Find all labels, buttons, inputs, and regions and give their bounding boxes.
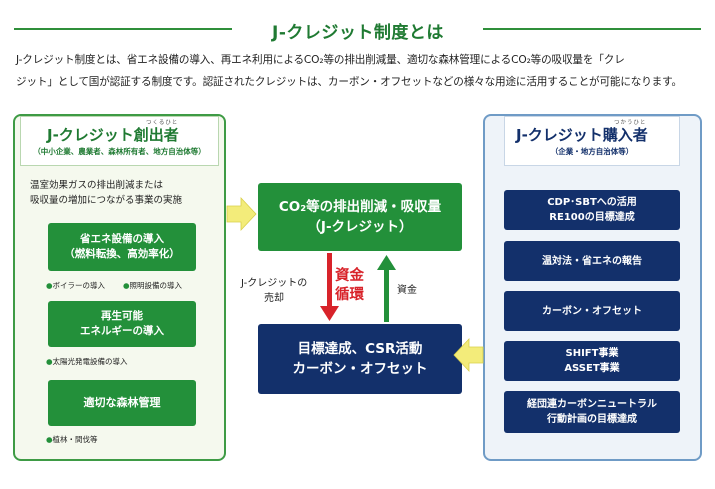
creator-item-label: 再生可能	[101, 309, 143, 322]
green-arrow-up-icon	[377, 255, 396, 270]
buyer-header	[504, 116, 680, 166]
creator-item-renewable: 再生可能 エネルギーの導入	[48, 301, 196, 347]
creator-note: ●ボイラーの導入	[46, 281, 106, 290]
buyer-item-label: SHIFT事業	[565, 348, 619, 359]
creator-note: ●照明設備の導入	[123, 281, 183, 290]
creator-subheading: （中小企業、農業者、森林所有者、地方自治体等）	[33, 147, 206, 156]
bullet-icon: ●	[46, 357, 53, 366]
buyer-item-label: 行動計画の目標達成	[547, 414, 637, 425]
sell-label-line-2: 売却	[264, 293, 284, 304]
use-box: 目標達成、CSR活動 カーボン・オフセット	[258, 324, 462, 394]
use-box-line-2: カーボン・オフセット	[292, 361, 428, 377]
bullet-icon: ●	[46, 281, 53, 290]
creator-item-energy-saving: 省エネ設備の導入 （燃料転換、高効率化）	[48, 223, 196, 271]
bullet-icon: ●	[46, 435, 53, 444]
buyer-item-label: カーボン・オフセット	[542, 305, 642, 317]
creator-header	[20, 116, 219, 166]
credit-box: CO₂等の排出削減・吸収量 （J-クレジット）	[258, 183, 462, 251]
use-box-line-1: 目標達成、CSR活動	[297, 340, 423, 357]
buyer-item-label: 経団連カーボンニュートラル	[527, 399, 657, 410]
creator-item-label: 省エネ設備の導入	[80, 232, 164, 245]
buyer-subheading: （企業・地方自治体等）	[550, 147, 634, 156]
title-row: J-クレジット制度とは	[14, 18, 701, 43]
funds-label: 資金	[397, 285, 417, 296]
sell-label-line-1: J-クレジットの	[241, 278, 308, 289]
green-arrow-up-shaft	[384, 268, 389, 322]
fund-cycle-label: 資金 循環	[335, 268, 364, 303]
creator-heading: J-クレジット創出者	[47, 126, 179, 144]
page-title: J-クレジット制度とは	[272, 23, 444, 43]
creator-note: ●太陽光発電設備の導入	[46, 357, 128, 366]
bullet-icon: ●	[123, 281, 130, 290]
description-line-2: ジット」として国が認証する制度です。認証されたクレジットは、カーボン・オフセット…	[16, 76, 682, 88]
credit-box-line-1: CO₂等の排出削減・吸収量	[278, 198, 442, 215]
yellow-arrow-left-icon	[453, 337, 484, 373]
buyer-item-shift-asset: SHIFT事業 ASSET事業	[504, 341, 680, 381]
buyer-item-label: CDP･SBTへの活用	[547, 197, 637, 208]
red-arrow-down-shaft	[327, 253, 332, 309]
buyer-item-carbon-offset: カーボン・オフセット	[504, 291, 680, 331]
yellow-arrow-right-icon	[226, 196, 257, 232]
creator-item-label: （燃料転換、高効率化）	[64, 248, 180, 260]
creator-intro-line-2: 吸収量の増加につながる事業の実施	[30, 195, 183, 206]
creator-item-forest: 適切な森林管理	[48, 380, 196, 426]
creator-ruby: つくるひと	[146, 120, 179, 126]
buyer-item-cdp-sbt: CDP･SBTへの活用 RE100の目標達成	[504, 190, 680, 230]
buyer-item-reporting: 温対法・省エネの報告	[504, 241, 680, 281]
red-arrow-down-icon	[320, 306, 339, 321]
creator-intro-line-1: 温室効果ガスの排出削減または	[30, 180, 164, 191]
buyer-item-label: ASSET事業	[564, 363, 620, 374]
creator-item-label: 適切な森林管理	[83, 396, 161, 410]
creator-note: ●植林・間伐等	[46, 435, 98, 444]
buyer-ruby: つかうひと	[614, 120, 647, 126]
buyer-item-label: 温対法・省エネの報告	[542, 255, 642, 267]
buyer-heading: J-クレジット購入者	[516, 126, 648, 144]
creator-item-label: エネルギーの導入	[80, 325, 164, 337]
buyer-item-label: RE100の目標達成	[549, 212, 635, 223]
buyer-item-keidanren: 経団連カーボンニュートラル 行動計画の目標達成	[504, 391, 680, 433]
title-rule-left	[14, 28, 232, 30]
title-rule-right	[483, 28, 701, 30]
description-line-1: J-クレジット制度とは、省エネ設備の導入、再エネ利用によるCO₂等の排出削減量、…	[16, 54, 625, 66]
credit-box-line-2: （J-クレジット）	[307, 219, 413, 235]
